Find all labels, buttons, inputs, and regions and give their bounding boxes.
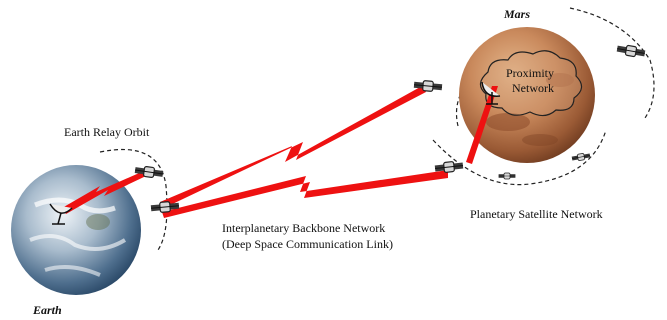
backbone-label-line1: Interplanetary Backbone Network — [222, 221, 385, 235]
communication-links — [62, 86, 498, 218]
mars-label: Mars — [503, 7, 530, 21]
proximity-label-line1: Proximity — [506, 66, 554, 80]
mars-planet — [459, 27, 595, 163]
link-backbone-upper — [160, 86, 426, 208]
backbone-label-line2: (Deep Space Communication Link) — [222, 237, 393, 251]
antenna-dish-icon — [49, 203, 73, 225]
proximity-label-line2: Network — [512, 81, 554, 95]
cloud-icon — [479, 50, 583, 117]
antenna-dish-icon-mars — [481, 81, 501, 105]
link-backbone-lower — [162, 170, 448, 218]
earth-relay-orbit-label: Earth Relay Orbit — [64, 125, 150, 139]
earth-relay-orbit-path — [99, 148, 168, 251]
earth-label: Earth — [32, 303, 62, 317]
planetary-satellite-network-label: Planetary Satellite Network — [470, 207, 603, 221]
link-earth-to-relay — [62, 170, 146, 214]
mars-outer-orbit-path — [569, 7, 655, 119]
link-mars-proximity — [466, 86, 498, 164]
